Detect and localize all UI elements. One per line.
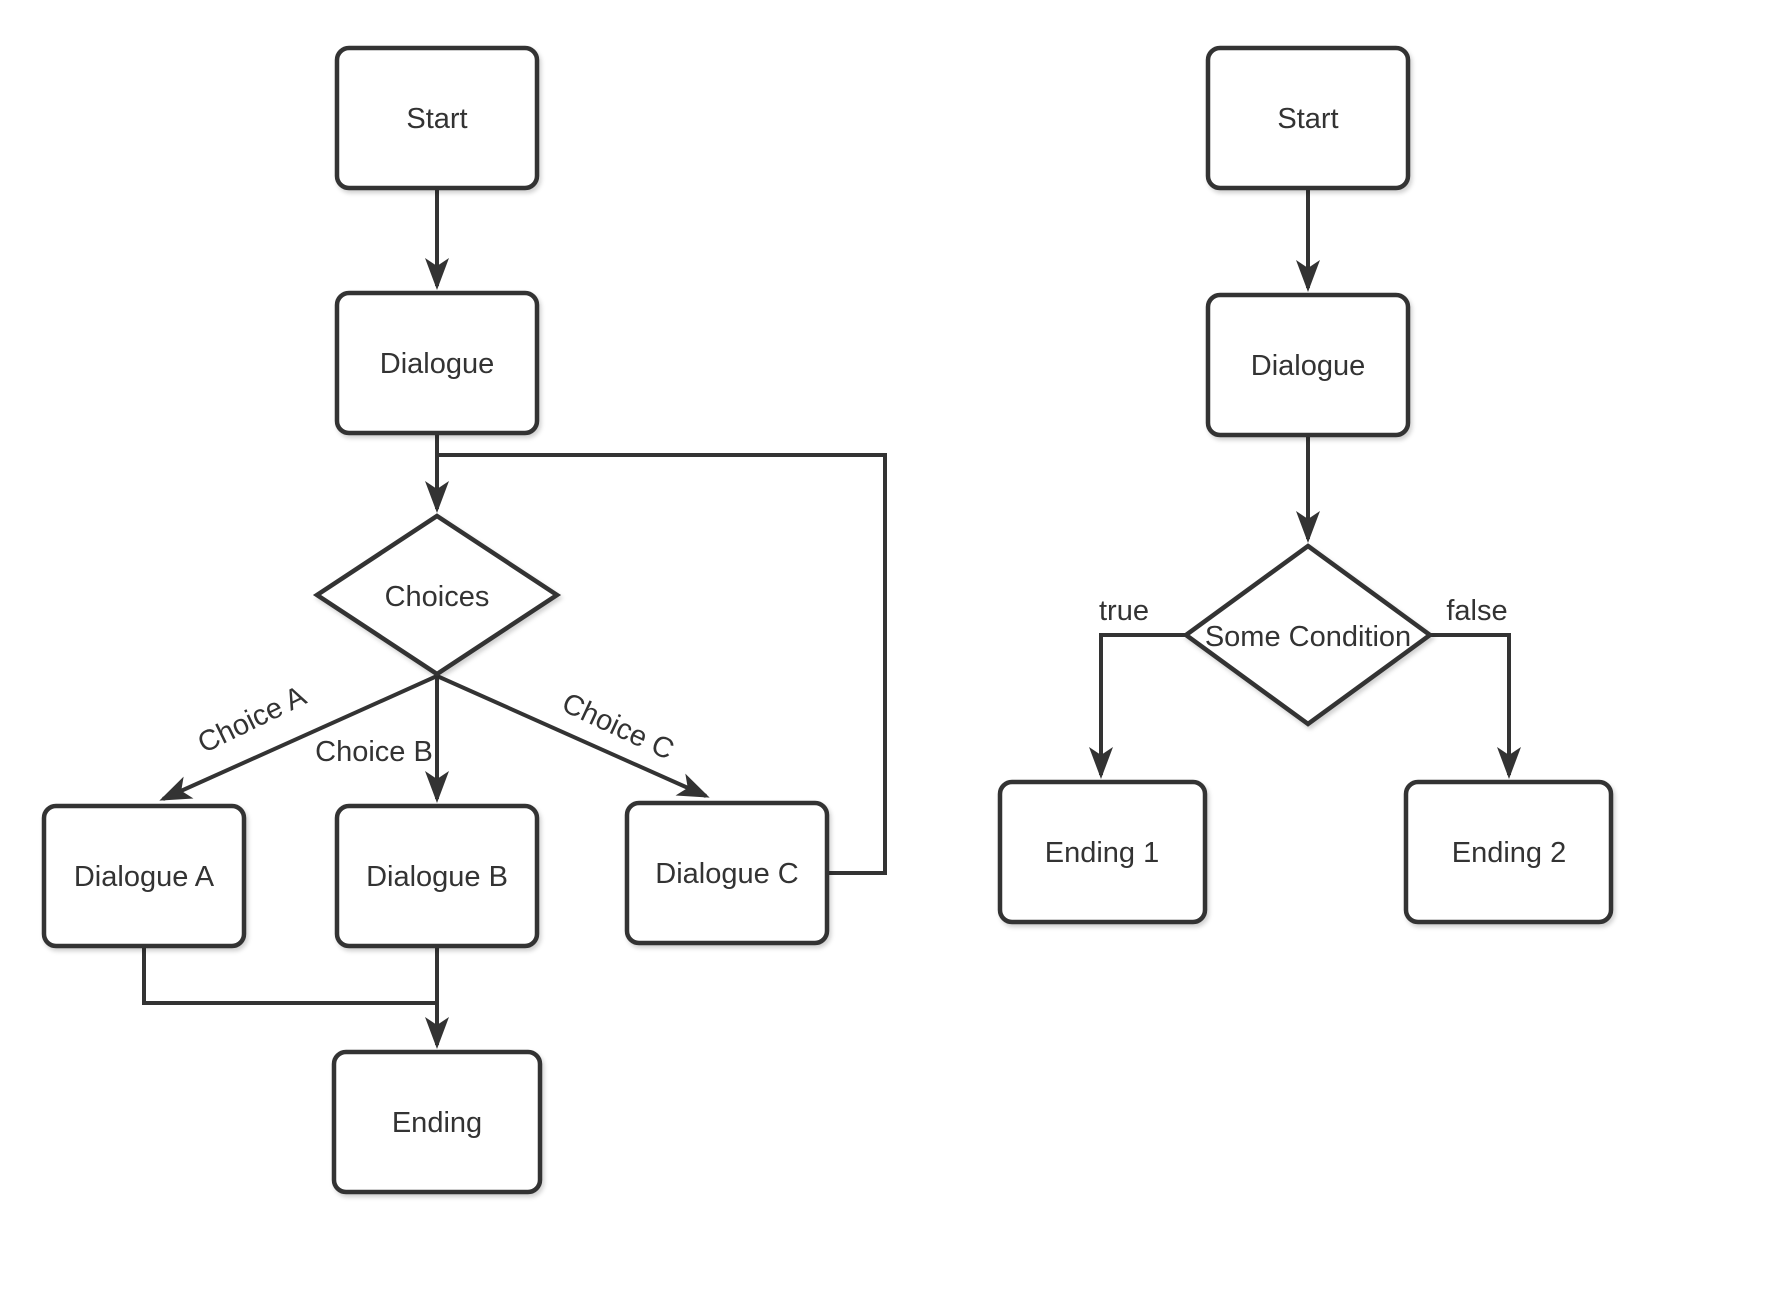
edge-dialogue-c-loop-to-choices [439, 453, 887, 875]
dialogue-c-label: Dialogue C [655, 858, 798, 890]
dialogue-b-box [334, 803, 540, 949]
ending-1-label: Ending 1 [1045, 837, 1160, 869]
right-flowchart: true false Start Dialogue Some Condition… [997, 45, 1614, 925]
ending-2-box [1403, 779, 1614, 925]
dialogue-a-box [41, 803, 247, 949]
choices-diamond-shape [312, 513, 562, 677]
node-ending-2: Ending 2 [1403, 779, 1614, 925]
node-dialogue-right: Dialogue [1205, 292, 1411, 438]
edge-label-true: true [1099, 595, 1149, 627]
choices-label: Choices [385, 581, 490, 613]
dialogue-c-box [624, 800, 830, 946]
ending-label: Ending [392, 1107, 482, 1139]
node-start-right: Start [1205, 45, 1411, 191]
dialogue-box-right [1205, 292, 1411, 438]
condition-diamond-shape [1182, 543, 1434, 727]
dialogue-a-label: Dialogue A [74, 861, 215, 893]
dialogue-box [334, 290, 540, 436]
dialogue-label-right: Dialogue [1251, 350, 1365, 382]
node-start-left: Start [334, 45, 540, 191]
start-label-right: Start [1277, 103, 1338, 135]
start-box-right [1205, 45, 1411, 191]
edge-label-false: false [1446, 595, 1507, 627]
left-flowchart: Choice A Choice B Choice C Start Dialogu… [41, 45, 887, 1195]
edge-choices-to-dialogue-c [436, 674, 710, 798]
ending-2-label: Ending 2 [1452, 837, 1567, 869]
edge-label-choice-a: Choice A [193, 680, 312, 760]
edge-label-choice-b: Choice B [315, 736, 433, 768]
dialogue-label: Dialogue [380, 348, 494, 380]
node-condition-diamond: Some Condition [1182, 543, 1434, 727]
edge-condition-false-to-ending-2 [1430, 633, 1521, 779]
edge-choices-to-dialogue-a [159, 674, 438, 801]
start-box [334, 45, 540, 191]
ending-1-box [997, 779, 1208, 925]
node-dialogue-a: Dialogue A [41, 803, 247, 949]
condition-label: Some Condition [1205, 621, 1411, 653]
edge-condition-true-to-ending-1 [1089, 633, 1186, 779]
node-choices-diamond: Choices [312, 513, 562, 677]
edge-dialogue-a-to-ending [142, 946, 437, 1005]
node-dialogue-left: Dialogue [334, 290, 540, 436]
node-dialogue-c: Dialogue C [624, 800, 830, 946]
node-dialogue-b: Dialogue B [334, 803, 540, 949]
dialogue-b-label: Dialogue B [366, 861, 508, 893]
ending-box [331, 1049, 543, 1195]
node-ending-left: Ending [331, 1049, 543, 1195]
node-ending-1: Ending 1 [997, 779, 1208, 925]
start-label: Start [406, 103, 467, 135]
